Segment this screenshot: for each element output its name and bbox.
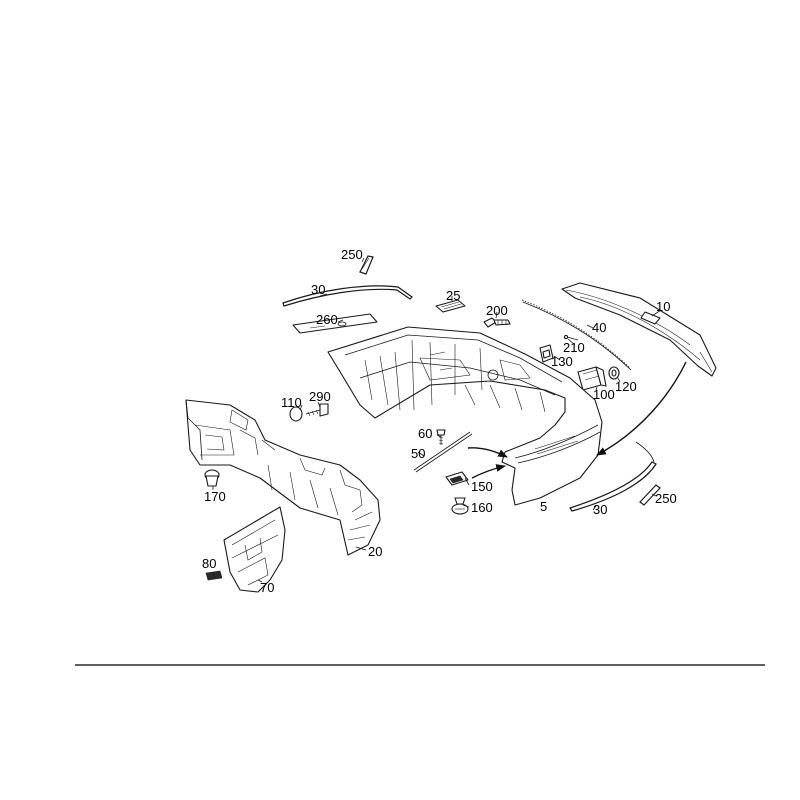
part-110-cap: [289, 406, 303, 422]
part-150-clip: [445, 471, 469, 486]
part-170-clip: [204, 469, 220, 487]
callout-60: 60: [418, 426, 432, 441]
callout-250-right: 250: [655, 491, 677, 506]
assembly-arrows: [467, 361, 687, 479]
part-130-holder: [539, 344, 554, 363]
part-40-seal: [521, 299, 632, 371]
part-160-nut: [451, 497, 469, 515]
part-250-lower-right: [639, 484, 661, 506]
callout-110: 110: [281, 395, 302, 410]
part-120-ring: [608, 366, 620, 380]
part-25-bracket: [435, 299, 466, 313]
callout-80: 80: [202, 556, 216, 571]
part-290-bracket: [305, 403, 329, 417]
callout-160: 160: [471, 500, 493, 515]
callout-260: 260: [316, 312, 338, 327]
callout-labels: 5 10 20 25 30 30 40 50 60 70 80 100 110 …: [202, 247, 677, 595]
callout-210: 210: [563, 340, 585, 355]
callout-70: 70: [260, 580, 274, 595]
callout-150: 150: [471, 479, 493, 494]
part-10-spoiler: [561, 282, 717, 377]
callout-130: 130: [551, 354, 573, 369]
callout-40: 40: [592, 320, 606, 335]
callout-30-right: 30: [593, 502, 607, 517]
callout-120: 120: [615, 379, 637, 394]
callout-20: 20: [368, 544, 382, 559]
part-60-screw: [436, 429, 446, 445]
callout-100: 100: [593, 387, 615, 402]
part-100-sensor: [577, 366, 607, 391]
callout-25: 25: [446, 288, 460, 303]
part-250-upper-left: [359, 255, 374, 275]
part-80-block: [205, 570, 223, 581]
callout-10: 10: [656, 299, 670, 314]
part-260-pad: [292, 313, 378, 334]
part-30-upper-molding: [282, 285, 413, 307]
callout-290: 290: [309, 389, 331, 404]
callout-200: 200: [486, 303, 508, 318]
part-5-bumper-cover: [327, 326, 603, 506]
part-210-clip: [563, 334, 579, 341]
part-200-bolt: [483, 317, 511, 328]
callout-5: 5: [540, 499, 547, 514]
part-50-strip: [413, 431, 473, 473]
part-30-lower-molding: [569, 441, 657, 512]
callout-170: 170: [204, 489, 226, 504]
callout-250-left: 250: [341, 247, 363, 262]
part-20-carrier: [185, 399, 381, 556]
callout-30-left: 30: [311, 282, 325, 297]
callout-50: 50: [411, 446, 425, 461]
part-70-lower-panel: [223, 506, 286, 593]
leader-lines: [212, 257, 662, 583]
